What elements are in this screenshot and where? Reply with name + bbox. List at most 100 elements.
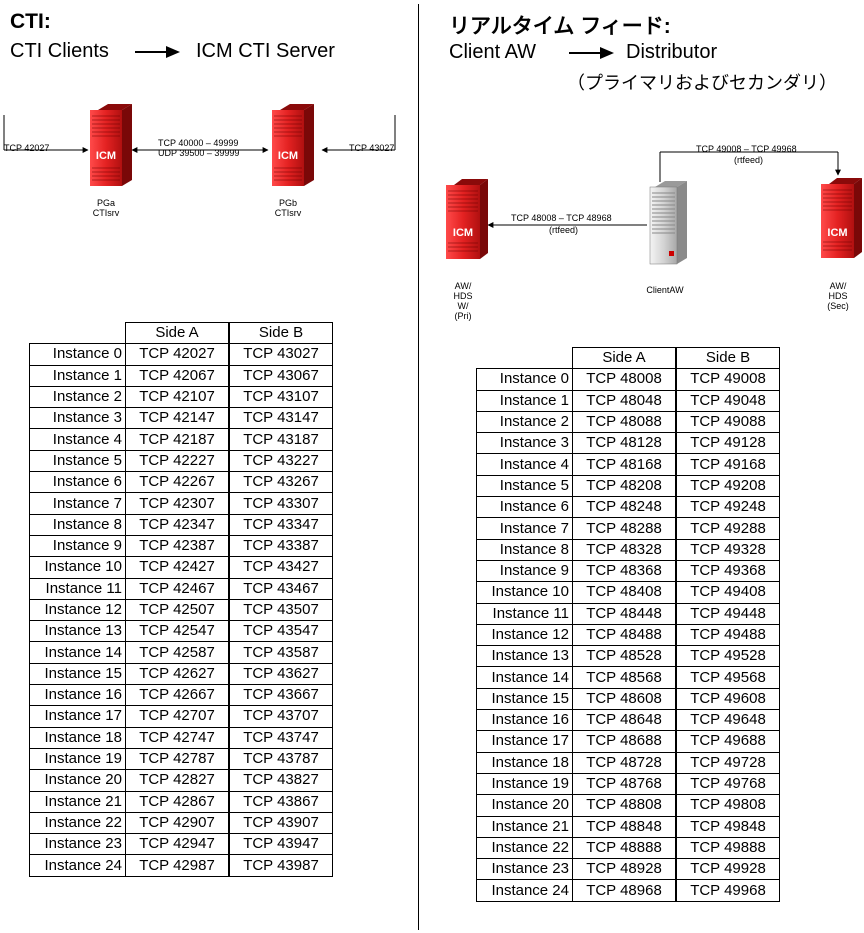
instance-cell: Instance 16 — [29, 684, 126, 707]
side-b-port-cell: TCP 49088 — [675, 410, 780, 434]
instance-cell: Instance 4 — [29, 428, 126, 451]
instance-cell: Instance 14 — [476, 666, 573, 689]
instance-cell: Instance 7 — [476, 517, 573, 540]
side-b-port-cell: TCP 49168 — [675, 453, 780, 476]
side-a-port-cell: TCP 42747 — [125, 726, 230, 749]
side-b-port-cell: TCP 49408 — [675, 581, 780, 604]
side-b-port-cell: TCP 43747 — [228, 726, 333, 749]
side-b-port-cell: TCP 43347 — [228, 513, 333, 536]
side-b-port-cell: TCP 43947 — [228, 833, 333, 856]
side-a-port-cell: TCP 42067 — [125, 364, 230, 387]
side-b-port-cell: TCP 43427 — [228, 556, 333, 579]
side-b-port-cell: TCP 49208 — [675, 474, 780, 498]
instance-cell: Instance 24 — [29, 854, 126, 877]
side-a-port-cell: TCP 48648 — [572, 709, 677, 732]
instance-cell: Instance 24 — [476, 879, 573, 902]
side-b-port-cell: TCP 43147 — [228, 407, 333, 430]
side-b-port-cell: TCP 43227 — [228, 449, 333, 473]
rtfeed-left-range-label: TCP 48008 – TCP 48968 — [511, 213, 612, 223]
side-a-port-cell: TCP 48888 — [572, 836, 677, 860]
primary-caption-line4: (Pri) — [454, 311, 472, 321]
side-b-port-cell: TCP 43027 — [228, 343, 333, 366]
instance-cell: Instance 17 — [476, 730, 573, 753]
instance-cell: Instance 14 — [29, 641, 126, 664]
column-header: Side A — [125, 321, 230, 345]
side-a-port-cell: TCP 48008 — [572, 368, 677, 391]
side-a-port-cell: TCP 42187 — [125, 428, 230, 451]
instance-cell: Instance 0 — [476, 368, 573, 391]
side-b-port-cell: TCP 43267 — [228, 471, 333, 494]
side-b-port-cell: TCP 43547 — [228, 620, 333, 643]
side-b-port-cell: TCP 49888 — [675, 836, 780, 860]
side-a-port-cell: TCP 48768 — [572, 772, 677, 796]
side-b-port-cell: TCP 49968 — [675, 879, 780, 902]
pgb-caption-line1: PGb — [278, 198, 297, 208]
client-aw-caption: ClientAW — [646, 285, 684, 295]
side-b-port-cell: TCP 49768 — [675, 772, 780, 796]
instance-cell: Instance 11 — [476, 602, 573, 625]
side-b-port-cell: TCP 43627 — [228, 662, 333, 686]
pga-caption: PGa CTIsrv — [86, 198, 126, 218]
side-b-port-cell: TCP 49368 — [675, 559, 780, 583]
primary-secondary-subtitle: （プライマリおよびセカンダリ） — [567, 73, 837, 93]
instance-cell: Instance 19 — [29, 747, 126, 771]
side-a-port-cell: TCP 42227 — [125, 449, 230, 473]
side-b-port-cell: TCP 43787 — [228, 747, 333, 771]
pga-caption-line1: PGa — [96, 198, 115, 208]
left-client-port-label: TCP 42027 — [4, 143, 50, 153]
server-aw-hds-secondary — [821, 178, 862, 258]
side-b-port-cell: TCP 49648 — [675, 709, 780, 732]
icm-logo-primary: ICM — [452, 227, 474, 239]
instance-cell: Instance 3 — [29, 407, 126, 430]
instance-cell: Instance 15 — [476, 687, 573, 711]
side-b-port-cell: TCP 43067 — [228, 364, 333, 387]
side-b-port-cell: TCP 49528 — [675, 645, 780, 668]
instance-cell: Instance 9 — [29, 534, 126, 558]
side-a-port-cell: TCP 48448 — [572, 602, 677, 625]
side-b-port-cell: TCP 43307 — [228, 492, 333, 515]
pgb-caption-line2: CTIsrv — [274, 208, 302, 218]
secondary-caption-line1: AW/ — [829, 281, 847, 291]
side-b-port-cell: TCP 43827 — [228, 769, 333, 792]
realtime-feed-title: リアルタイム フィード: — [449, 15, 671, 38]
rtfeed-left-sub-label: (rtfeed) — [549, 225, 579, 235]
instance-cell: Instance 13 — [29, 620, 126, 643]
instance-cell: Instance 13 — [476, 645, 573, 668]
instance-cell: Instance 0 — [29, 343, 126, 366]
cti-clients-label: CTI Clients — [10, 40, 109, 62]
icm-logo-pgb: ICM — [277, 150, 299, 162]
header-blank-cell — [30, 323, 126, 344]
primary-caption-line1: AW/ — [454, 281, 472, 291]
side-b-port-cell: TCP 49248 — [675, 496, 780, 519]
secondary-caption-line2: HDS — [828, 291, 848, 301]
side-b-port-cell: TCP 43507 — [228, 598, 333, 622]
side-a-port-cell: TCP 42867 — [125, 790, 230, 813]
side-a-port-cell: TCP 42427 — [125, 556, 230, 579]
instance-cell: Instance 5 — [476, 474, 573, 498]
side-b-port-cell: TCP 49728 — [675, 751, 780, 774]
side-a-port-cell: TCP 48728 — [572, 751, 677, 774]
instance-cell: Instance 2 — [476, 410, 573, 434]
server-aw-hds-primary — [446, 179, 488, 259]
